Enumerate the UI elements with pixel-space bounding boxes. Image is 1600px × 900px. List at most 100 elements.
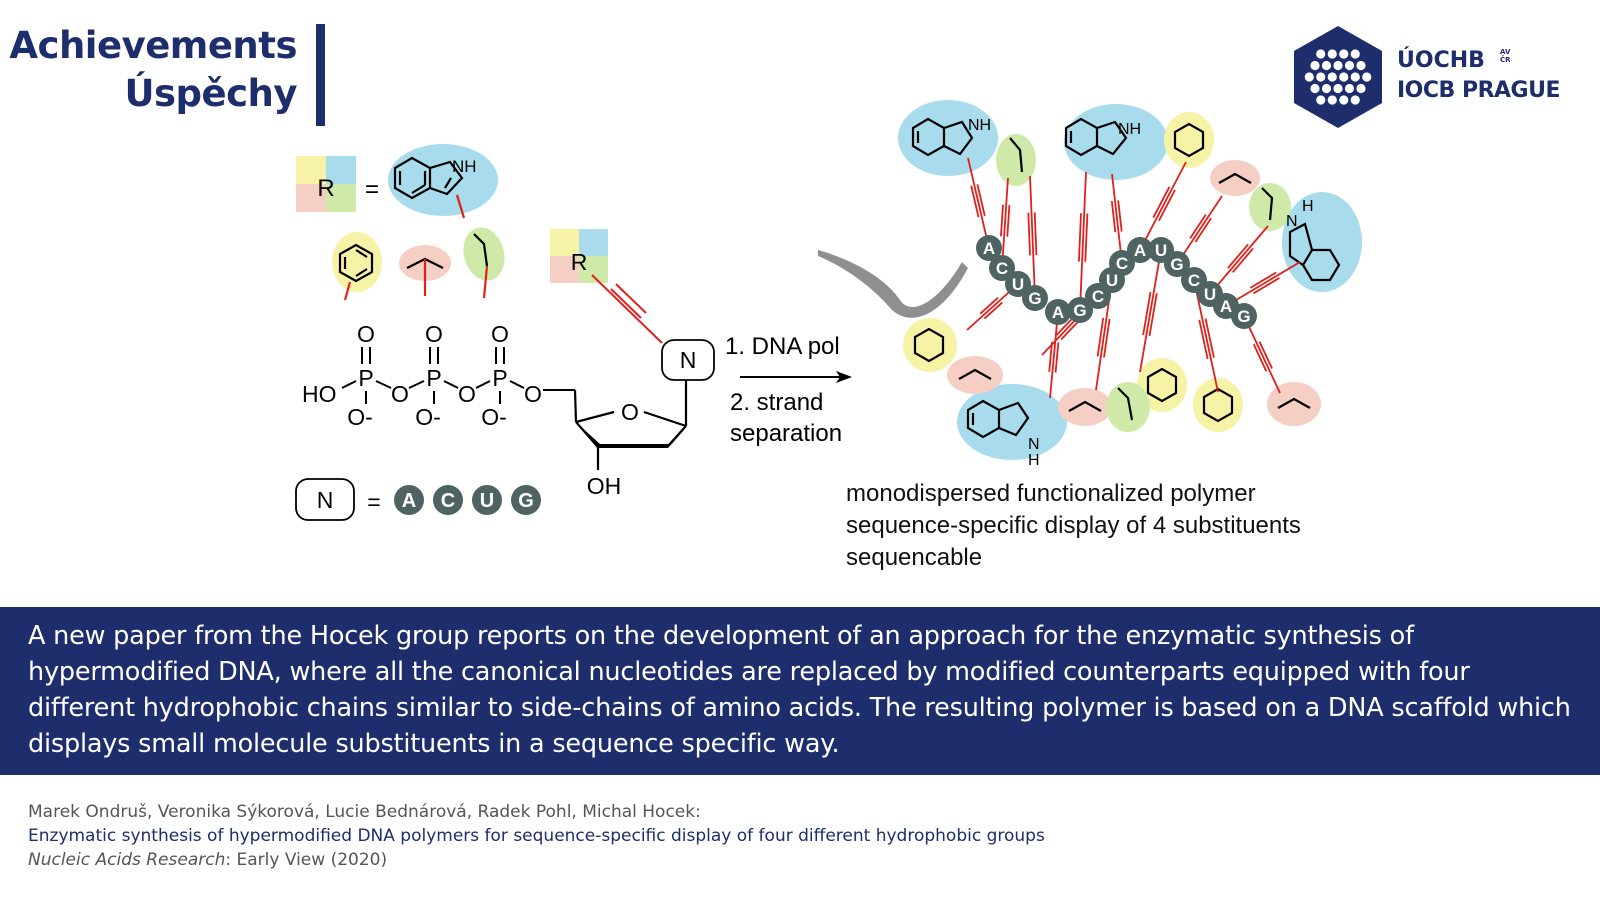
logo-dot — [1333, 83, 1343, 94]
indole-nh-1: NH — [968, 117, 991, 134]
phosphorus-2: P — [426, 365, 441, 391]
ethyl-bubble-1 — [996, 134, 1036, 186]
r-group-legend: R = NH — [296, 144, 505, 301]
alkyne-linker-segment — [1152, 186, 1171, 219]
r2-quad-pink — [550, 256, 579, 283]
strand-base-circle — [1127, 237, 1153, 263]
strand-base-circle — [1109, 250, 1135, 276]
logo-dot — [1304, 72, 1314, 82]
description-line-2: sequence-specific display of 4 substitue… — [846, 512, 1301, 539]
indole-structure — [393, 156, 464, 200]
bridging-oxygen-1: O — [391, 381, 409, 407]
strand-base-circle — [1164, 251, 1190, 277]
nucleobase-legend-label: G — [518, 490, 534, 512]
ethyl-bubble-3 — [1106, 382, 1150, 432]
bridging-oxygen-2: O — [458, 381, 476, 407]
nucleobase-n: N — [680, 347, 697, 373]
logo-dot — [1327, 95, 1337, 105]
phosphate-anion-2: O- — [415, 404, 441, 430]
summary-banner: A new paper from the Hocek group reports… — [0, 607, 1600, 775]
strand-base-label: A — [1134, 241, 1146, 260]
strand-base-label: U — [1155, 241, 1167, 260]
strand-base-circle — [1022, 285, 1048, 311]
r2-quad-blue — [579, 229, 608, 256]
r2-quad-yellow — [550, 229, 579, 256]
nucleobase-legend-label: U — [480, 490, 494, 512]
ethyl-structure — [473, 233, 489, 267]
alkyne-linker-segment — [983, 301, 1003, 320]
logo-dot — [1316, 95, 1326, 105]
nucleobase-n-legend: N — [317, 487, 334, 513]
phosphate-oxo-3: O — [491, 321, 509, 347]
alkyne-linker-segment — [1225, 261, 1301, 307]
citation-title: Enzymatic synthesis of hypermodified DNA… — [28, 826, 1045, 846]
alkyne-linker-segment — [1148, 293, 1158, 337]
citation-authors: Marek Ondruš, Veronika Sýkorová, Lucie B… — [28, 802, 701, 822]
alkyne-linker-segment — [1209, 225, 1269, 295]
synthesis-scheme: R = NH O O — [295, 100, 1362, 521]
alkyne-linker-segment — [1054, 342, 1060, 373]
indole-h-3: H — [1302, 198, 1314, 215]
strand-base-label: A — [1052, 303, 1064, 322]
alkyne-linker-segment — [1139, 249, 1162, 373]
logo-dot — [1350, 95, 1360, 105]
alkyne-linker-segment — [1078, 213, 1082, 262]
r-quad-green — [326, 184, 356, 212]
ethyl-bubble — [463, 227, 505, 281]
alkyne-linker-segment — [1176, 195, 1223, 265]
phenyl-bubble-1 — [1164, 112, 1214, 168]
alkyne-linker-segment — [1079, 171, 1087, 311]
logo-dot — [1321, 60, 1332, 71]
ethyl-attach-bond — [482, 265, 489, 299]
isopropyl-bubble-1 — [1210, 160, 1260, 196]
nucleobase-legend-circle — [433, 485, 463, 515]
title-divider — [316, 24, 325, 126]
alkyne-linker-segment — [1048, 341, 1053, 372]
strand-base-label: U — [1012, 275, 1024, 294]
alkyne-linker-segment — [1000, 204, 1004, 237]
logo-cr: ČR — [1500, 56, 1511, 64]
description-line-3: sequencable — [846, 544, 983, 571]
summary-text: A new paper from the Hocek group reports… — [28, 621, 1571, 759]
logo-text-uochb: ÚOCHB — [1397, 48, 1485, 73]
alkyne-linker-segment — [1110, 200, 1117, 233]
alkyne-linker-segment — [1232, 247, 1254, 273]
alkyne-linker — [591, 274, 663, 344]
phenyl-attach-bond — [343, 281, 352, 301]
bridging-oxygen-3: O — [524, 381, 542, 407]
logo-dot — [1362, 72, 1372, 82]
alkyne-linker-segment — [1049, 311, 1059, 399]
logo-dot — [1356, 60, 1366, 71]
strand-base-label: G — [1028, 289, 1041, 308]
phenyl-bubble-3 — [1137, 358, 1187, 412]
strand-base-label: C — [1116, 254, 1128, 273]
phosphorus-1: P — [358, 365, 373, 391]
phosphate-anion-1: O- — [347, 404, 373, 430]
logo-dot — [1339, 49, 1349, 59]
strand-base-label: A — [1220, 297, 1232, 316]
strand-base-circle — [1045, 299, 1071, 325]
citation-journal-suffix: : Early View (2020) — [225, 850, 388, 870]
phosphate-anion-3: O- — [481, 404, 507, 430]
logo-dot — [1310, 60, 1320, 71]
nucleobase-legend-circle — [394, 485, 424, 515]
logo-dot — [1316, 72, 1326, 82]
strand-base-label: C — [1092, 287, 1104, 306]
alkyne-linker-segment — [1227, 243, 1249, 269]
alkyne-linker-segment — [976, 184, 986, 216]
alkyne-linker-segment — [1243, 315, 1281, 394]
indole-n-4: N — [1028, 436, 1040, 453]
alkyne-linker-segment — [1001, 177, 1009, 269]
r-quad-pink — [296, 184, 326, 212]
logo-dot — [1344, 83, 1355, 94]
phosphate-oxo-2: O — [425, 321, 443, 347]
alkyne-linkers — [966, 157, 1301, 399]
hydroxyl-ho: HO — [302, 381, 337, 407]
strand-base-label: C — [1188, 271, 1200, 290]
isopropyl-bubble-2 — [947, 356, 1003, 394]
indole-n-3: N — [1286, 213, 1298, 230]
r-quad-blue — [326, 156, 356, 184]
